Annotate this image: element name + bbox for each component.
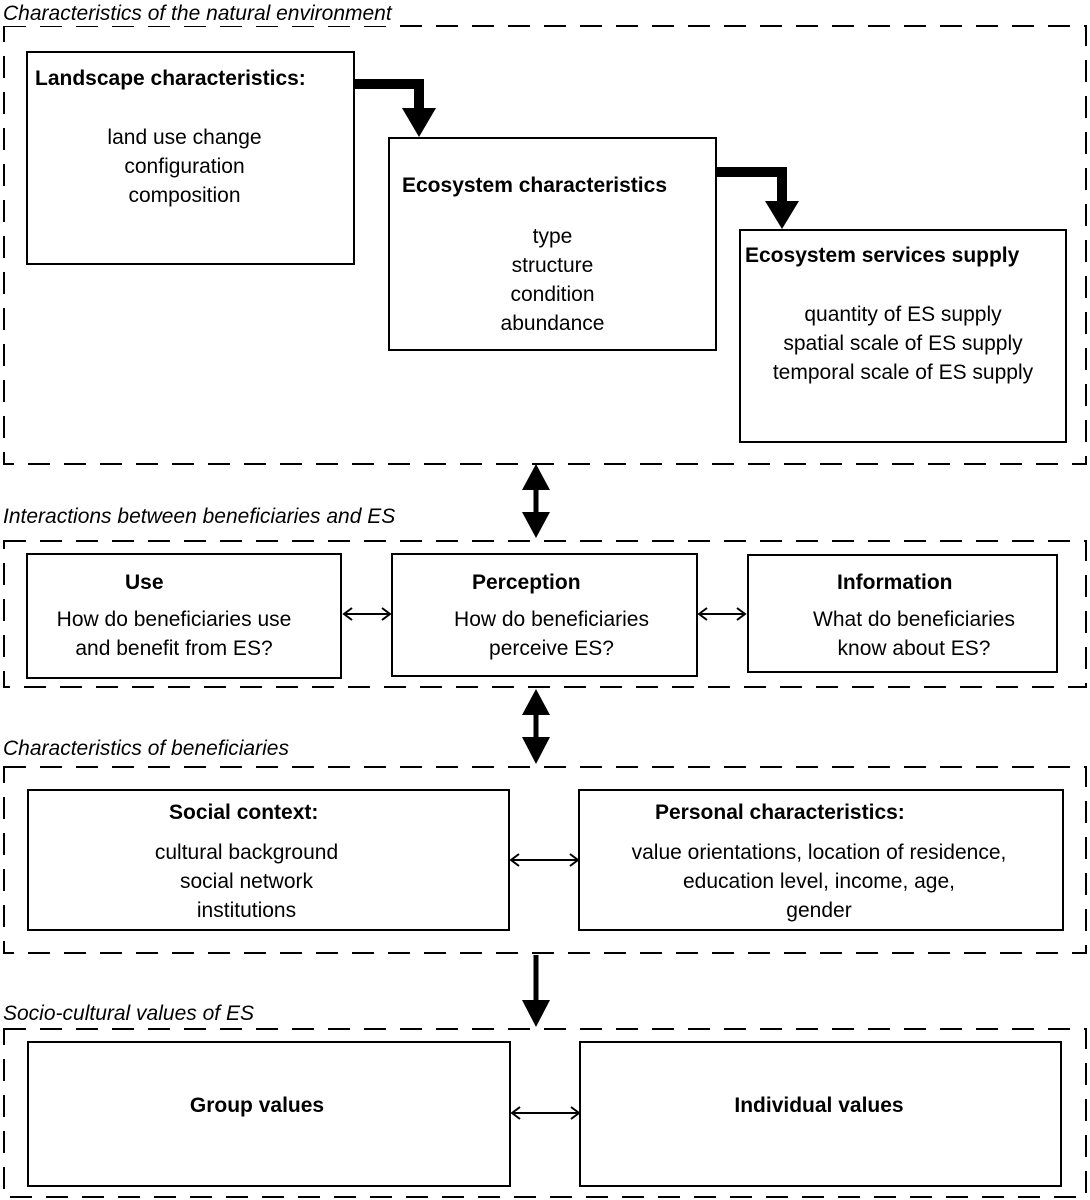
group-values-box: Group values: [27, 1041, 511, 1187]
box-title: Social context:: [169, 801, 319, 824]
list-item: and benefit from ES?: [75, 637, 273, 660]
section-label-natural-environment: Characteristics of the natural environme…: [3, 2, 396, 26]
personal-characteristics-box: Personal characteristics: value orientat…: [578, 789, 1064, 931]
section-label-interactions: Interactions between beneficiaries and E…: [3, 505, 400, 529]
frame-natural-environment: [3, 25, 1087, 465]
use-box: Use How do beneficiaries use and benefit…: [26, 553, 342, 679]
frame-socio-cultural-values: [3, 1028, 1087, 1198]
box-items: type structure condition abundance: [390, 222, 715, 338]
list-item: What do beneficiaries: [813, 608, 1015, 631]
box-items: land use change configuration compositio…: [28, 123, 341, 210]
arrowhead-landscape-to-ecosystem: [402, 108, 436, 137]
list-item: perceive ES?: [489, 637, 614, 660]
box-title: Perception: [472, 571, 581, 594]
list-item: institutions: [196, 899, 297, 922]
box-title: Use: [125, 571, 164, 594]
box-items: quantity of ES supply spatial scale of E…: [741, 300, 1065, 387]
box-items: How do beneficiaries use and benefit fro…: [28, 605, 320, 663]
section-label-beneficiaries: Characteristics of beneficiaries: [3, 737, 293, 761]
list-item: condition: [510, 283, 595, 306]
social-context-box: Social context: cultural background soci…: [27, 789, 510, 931]
perception-box: Perception How do beneficiaries perceive…: [391, 553, 698, 677]
list-item: value orientations, location of residenc…: [631, 841, 1007, 864]
frame-beneficiaries: [3, 766, 1087, 954]
box-title: Ecosystem services supply: [745, 244, 1020, 267]
box-items: value orientations, location of residenc…: [580, 838, 1058, 925]
box-items: cultural background social network insti…: [29, 838, 464, 925]
list-item: type: [532, 225, 573, 248]
list-item: education level, income, age,: [682, 870, 955, 893]
arrow-landscape-to-ecosystem: [354, 79, 424, 112]
box-title: Ecosystem characteristics: [402, 174, 667, 197]
individual-values-box: Individual values: [579, 1041, 1062, 1187]
list-item: cultural background: [154, 841, 339, 864]
list-item: structure: [511, 254, 594, 277]
arrow-ecosystem-to-supply: [716, 167, 787, 205]
list-item: land use change: [107, 126, 262, 149]
box-title: Group values: [189, 1094, 325, 1117]
list-item: quantity of ES supply: [804, 303, 1002, 326]
frame-interactions: [3, 540, 1087, 688]
arrowhead-ecosystem-to-supply: [765, 201, 799, 229]
list-item: composition: [128, 184, 241, 207]
box-title: Individual values: [734, 1094, 904, 1117]
ecosystem-characteristics-box: Ecosystem characteristics type structure…: [388, 137, 717, 351]
box-title: Information: [837, 571, 953, 594]
list-item: temporal scale of ES supply: [772, 361, 1034, 384]
box-title: Personal characteristics:: [655, 801, 905, 824]
information-box: Information What do beneficiaries know a…: [747, 554, 1058, 673]
box-title: Landscape characteristics:: [35, 67, 306, 90]
list-item: gender: [786, 899, 852, 922]
section-label-socio-cultural-values: Socio-cultural values of ES: [3, 1002, 258, 1026]
box-items: How do beneficiaries perceive ES?: [393, 605, 710, 663]
list-item: abundance: [500, 312, 605, 335]
list-item: know about ES?: [837, 637, 991, 660]
list-item: How do beneficiaries use: [56, 608, 292, 631]
list-item: social network: [179, 870, 314, 893]
landscape-characteristics-box: Landscape characteristics: land use chan…: [26, 51, 355, 265]
ecosystem-services-supply-box: Ecosystem services supply quantity of ES…: [739, 229, 1067, 443]
list-item: configuration: [124, 155, 245, 178]
box-items: What do beneficiaries know about ES?: [749, 605, 1079, 663]
list-item: How do beneficiaries: [454, 608, 649, 631]
list-item: spatial scale of ES supply: [783, 332, 1023, 355]
